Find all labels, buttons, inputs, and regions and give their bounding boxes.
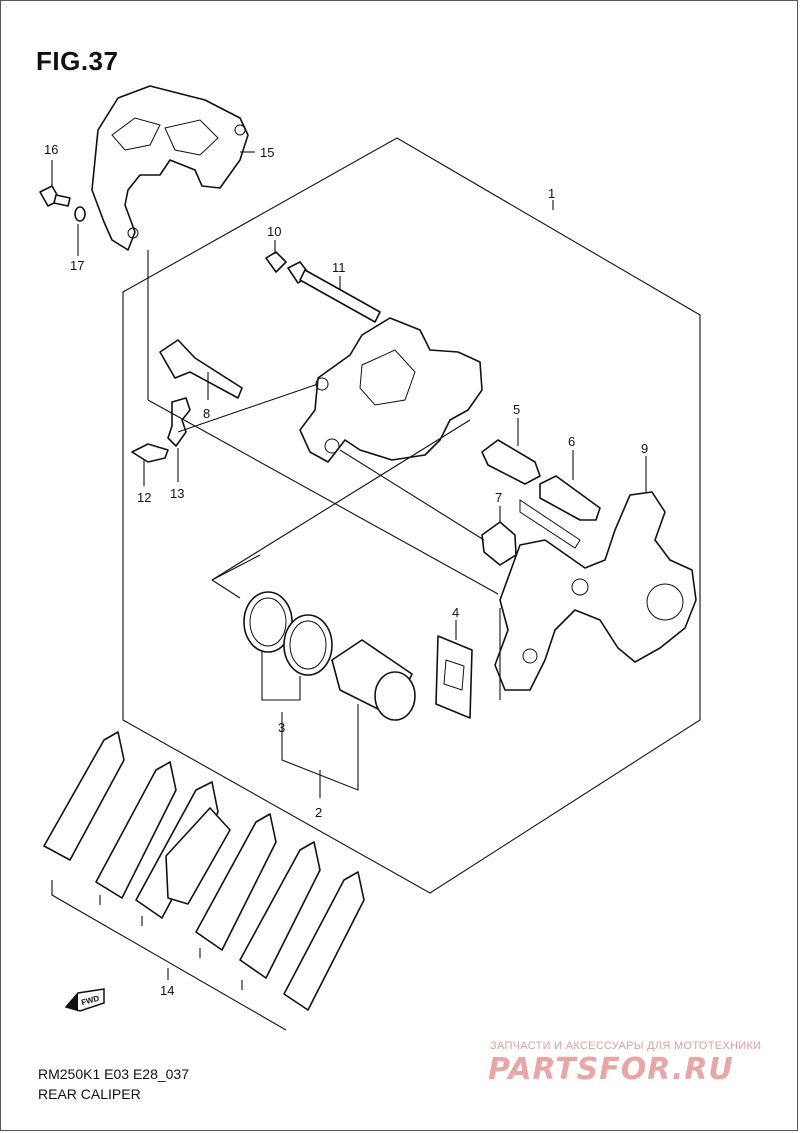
watermark-logo: PARTSFOR.RU [488, 1052, 734, 1087]
bracket-hole [522, 648, 538, 664]
shim-cutout [443, 659, 465, 691]
guard-cutout [164, 119, 219, 156]
callout-16: 16 [44, 142, 58, 157]
sleeve [481, 439, 541, 485]
bracket-hole [646, 583, 684, 621]
leader-lines [51, 151, 647, 1031]
callout-5: 5 [513, 402, 520, 417]
callout-6: 6 [568, 434, 575, 449]
callout-17: 17 [70, 258, 84, 273]
callout-12: 12 [137, 490, 151, 505]
callout-8: 8 [203, 406, 210, 421]
dust-seal-inner [289, 620, 327, 670]
slide-pin [299, 269, 381, 323]
model-code: RM250K1 E03 E28_037 [38, 1066, 189, 1082]
diagram-part-name: REAR CALIPER [38, 1086, 141, 1102]
figure-title: FIG.37 [36, 46, 119, 76]
callout-15: 15 [260, 145, 274, 160]
dust-boot [481, 521, 517, 566]
caliper-assembly-outline [122, 137, 701, 894]
caliper-port [315, 377, 329, 391]
watermark-caption: ЗАПЧАСТИ И АКСЕССУАРЫ ДЛЯ МОТОТЕХНИКИ [490, 1040, 762, 1052]
callout-11: 11 [332, 260, 346, 275]
washer [74, 206, 86, 222]
callout-7: 7 [495, 490, 502, 505]
dust-seal [283, 614, 333, 676]
guard-cutout [111, 117, 161, 151]
piston-face [374, 671, 416, 721]
pin-boot [265, 251, 287, 273]
pin-bolt [539, 475, 601, 521]
callout-2: 2 [315, 805, 322, 820]
caliper-window [359, 349, 416, 406]
bracket-hole [571, 578, 589, 596]
callout-4: 4 [452, 605, 459, 620]
piston-seal-inner [249, 597, 287, 647]
brake-pads [43, 731, 365, 1011]
guard-hole [127, 227, 139, 239]
forward-arrow-icon: FWD [64, 988, 105, 1012]
caliper-port [324, 438, 340, 454]
bolt-shank [53, 194, 71, 207]
pad-shim [435, 635, 473, 719]
caliper-pin [159, 339, 243, 399]
callout-1: 1 [548, 186, 555, 201]
caliper-guard [91, 85, 249, 251]
caliper-body [299, 317, 483, 463]
pad-spring-plate [519, 499, 581, 549]
callout-10: 10 [267, 224, 281, 239]
callout-14: 14 [160, 983, 174, 998]
callout-3: 3 [278, 720, 285, 735]
bleeder-cap [167, 397, 191, 447]
caliper-bracket [494, 491, 697, 691]
guard-hole [234, 124, 246, 136]
callout-9: 9 [641, 441, 648, 456]
bleeder-valve [131, 443, 169, 463]
callout-13: 13 [170, 486, 184, 501]
